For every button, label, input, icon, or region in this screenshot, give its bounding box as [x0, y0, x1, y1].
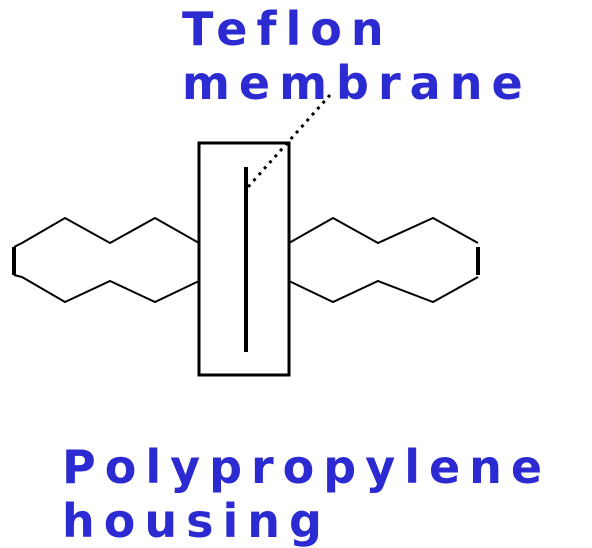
right-pleat-upper	[288, 216, 479, 245]
left-pleat-end-top	[13, 242, 23, 248]
teflon-label-line2: membrane	[182, 56, 532, 110]
left-pleat-end-bottom	[13, 274, 23, 278]
housing-label: Polypropylene housing	[62, 440, 551, 548]
housing-label-line1: Polypropylene	[62, 440, 552, 494]
left-pleat-upper	[21, 216, 200, 245]
housing-label-line2: housing	[62, 494, 331, 548]
teflon-membrane-label: Teflon membrane	[182, 2, 532, 110]
right-pleat-lower	[288, 276, 479, 304]
left-pleat-lower	[21, 276, 200, 304]
teflon-label-line1: Teflon	[182, 2, 393, 56]
